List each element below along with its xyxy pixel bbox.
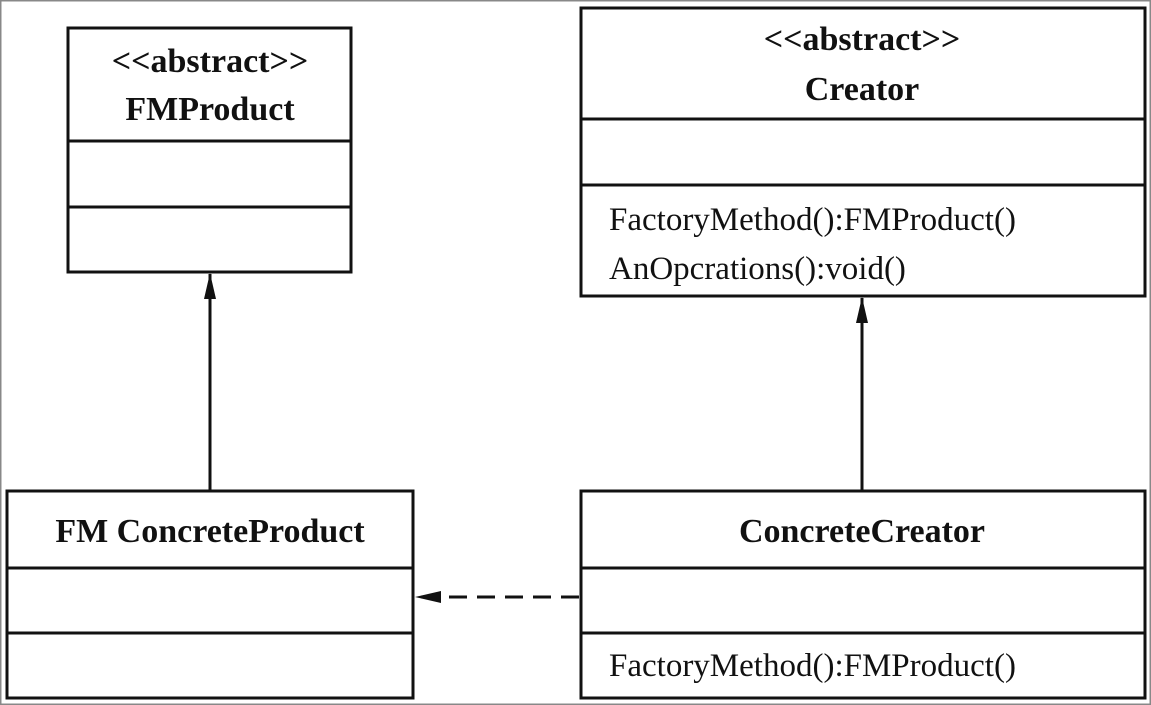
stereotype-label: <<abstract>> — [112, 43, 308, 80]
class-name: Creator — [805, 71, 920, 108]
method: FactoryMethod():FMProduct() — [609, 202, 1016, 238]
class-concretecreator: ConcreteCreator FactoryMethod():FMProduc… — [579, 489, 1147, 700]
class-name: FMProduct — [125, 91, 295, 128]
class-fm-concreteproduct: FM ConcreteProduct — [5, 489, 415, 700]
class-name: FM ConcreteProduct — [55, 513, 365, 550]
class-name: ConcreteCreator — [739, 513, 985, 550]
stereotype-label: <<abstract>> — [764, 21, 960, 58]
method: FactoryMethod():FMProduct() — [609, 648, 1016, 684]
class-creator: <<abstract>> Creator FactoryMethod():FMP… — [579, 6, 1147, 298]
method: AnOpcrations():void() — [609, 251, 906, 287]
class-fmproduct: <<abstract>> FMProduct — [66, 26, 353, 274]
